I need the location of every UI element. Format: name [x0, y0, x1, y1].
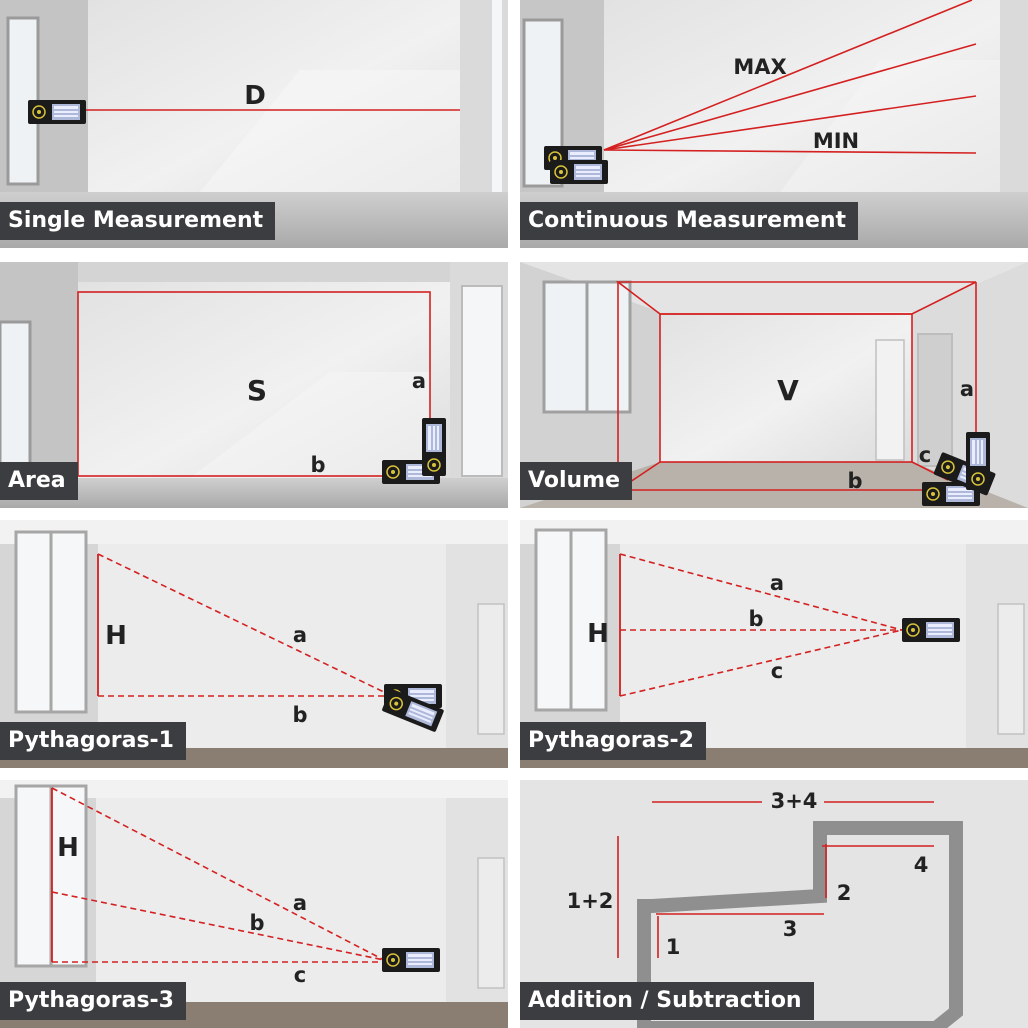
label-a: a [293, 623, 307, 647]
caption-volume: Volume [520, 462, 632, 500]
window-icon [0, 320, 32, 474]
caption-single-measurement: Single Measurement [0, 202, 276, 240]
laser-distance-meter-icon [549, 159, 609, 185]
label-c: c [771, 659, 783, 683]
panel-continuous-measurement: MAX MIN Continuous Measurement [520, 0, 1028, 248]
label-n4: 4 [914, 853, 929, 877]
label-h: H [57, 833, 79, 863]
label-h: H [587, 619, 609, 649]
caption-pythagoras-3: Pythagoras-3 [0, 982, 186, 1020]
laser-distance-meter-icon [965, 431, 991, 491]
panel-pythagoras-3: H a b c Pythagoras-3 [0, 780, 508, 1028]
caption-addition-subtraction: Addition / Subtraction [520, 982, 814, 1020]
caption-area: Area [0, 462, 78, 500]
laser-distance-meter-icon [901, 617, 961, 643]
label-a: a [770, 571, 784, 595]
panel-pythagoras-2: H a b c Pythagoras-2 [520, 520, 1028, 768]
single-measurement-scene: D [0, 0, 508, 248]
label-a: a [412, 369, 426, 393]
area-scene: S a b [0, 262, 508, 508]
caption-pythagoras-2: Pythagoras-2 [520, 722, 706, 760]
label-max: MAX [733, 55, 786, 79]
label-h: H [105, 621, 127, 651]
pythagoras-3-scene: H a b c [0, 780, 508, 1028]
panel-single-measurement: D Single Measurement [0, 0, 508, 248]
label-c: c [919, 443, 931, 467]
label-n3: 3 [783, 917, 798, 941]
door-icon [875, 339, 905, 461]
label-min: MIN [813, 129, 859, 153]
label-b: b [847, 469, 862, 493]
door-icon [997, 603, 1025, 735]
label-sum12: 1+2 [567, 889, 614, 913]
caption-continuous-measurement: Continuous Measurement [520, 202, 859, 240]
label-b: b [310, 453, 325, 477]
label-b: b [748, 607, 763, 631]
panel-addition-subtraction: 3+4 1+2 1 2 3 4 Addition / Subtraction [520, 780, 1028, 1028]
panel-volume: V a b c Volume [520, 262, 1028, 508]
label-s: S [247, 374, 267, 407]
label-n1: 1 [666, 935, 681, 959]
label-v: V [777, 374, 799, 407]
label-d: D [244, 81, 266, 111]
label-n2: 2 [837, 881, 852, 905]
door-icon [477, 857, 505, 989]
window-icon [461, 285, 503, 477]
volume-scene: V a b c [520, 262, 1028, 508]
laser-distance-meter-icon [421, 417, 447, 477]
laser-distance-meter-icon [381, 947, 441, 973]
label-b: b [292, 703, 307, 727]
panel-area: S a b Area [0, 262, 508, 508]
pythagoras-2-scene: H a b c [520, 520, 1028, 768]
caption-pythagoras-1: Pythagoras-1 [0, 722, 186, 760]
label-a: a [293, 891, 307, 915]
door-icon [477, 603, 505, 735]
label-c: c [294, 963, 306, 987]
panel-pythagoras-1: H a b Pythagoras-1 [0, 520, 508, 768]
label-a: a [960, 377, 974, 401]
label-sum34: 3+4 [771, 789, 818, 813]
laser-distance-meter-icon [27, 99, 87, 125]
label-b: b [249, 911, 264, 935]
